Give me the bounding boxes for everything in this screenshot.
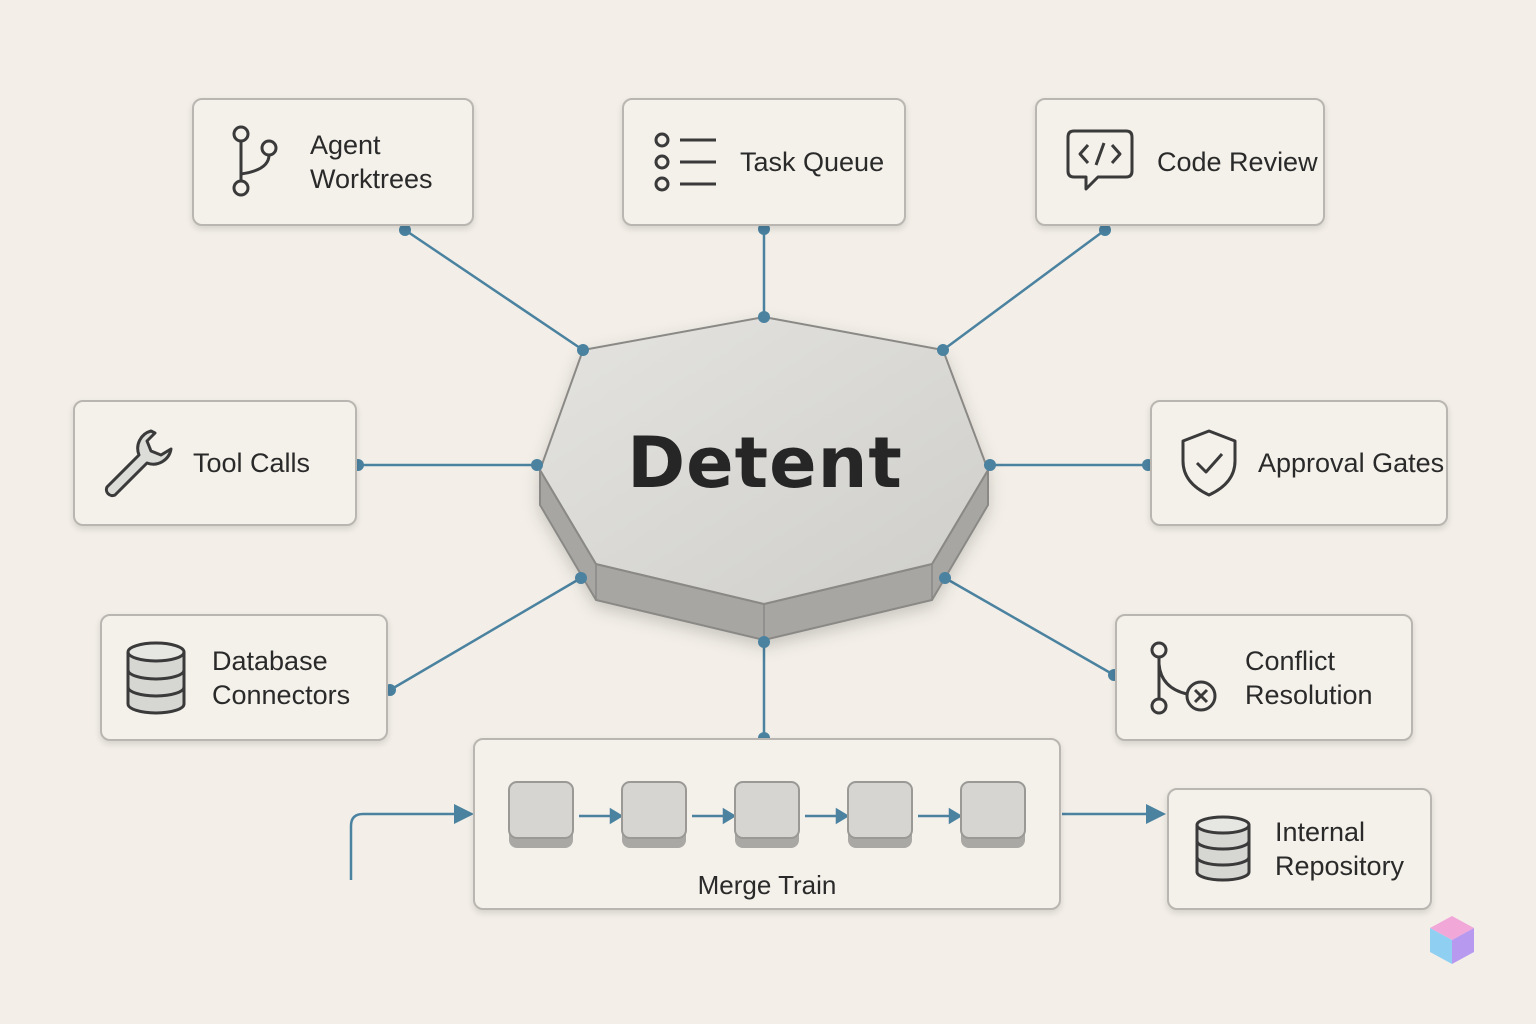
connector-conflict-resolution — [944, 576, 1115, 677]
node-conflict-resolution[interactable]: Conflict Resolution — [1115, 614, 1413, 741]
database-icon — [122, 640, 190, 716]
input-arrow — [349, 804, 474, 880]
connector-dots — [352, 223, 1154, 744]
database-icon — [1191, 814, 1255, 884]
node-code-review[interactable]: Code Review — [1035, 98, 1325, 226]
train-car-2 — [621, 781, 687, 848]
connector-code-review — [942, 228, 1106, 352]
train-car-1 — [508, 781, 574, 848]
node-label: Database Connectors — [212, 645, 351, 710]
train-car-5 — [960, 781, 1026, 848]
connector-database-connectors — [389, 576, 582, 692]
node-label: Tool Calls — [193, 448, 311, 478]
node-task-queue[interactable]: Task Queue — [622, 98, 906, 226]
merge-train-cars — [508, 781, 1026, 848]
node-label: Task Queue — [740, 147, 885, 177]
hub-title: Detent — [627, 422, 903, 504]
shield-check-icon — [1174, 427, 1244, 499]
cube-logo-icon — [1426, 912, 1478, 973]
node-label: Conflict Resolution — [1245, 645, 1373, 710]
connector-agent-worktrees — [404, 228, 584, 352]
train-car-3 — [734, 781, 800, 848]
list-icon — [650, 130, 720, 194]
merge-conflict-icon — [1143, 638, 1223, 718]
code-bubble-icon — [1063, 127, 1137, 197]
node-internal-repository[interactable]: Internal Repository — [1167, 788, 1432, 910]
node-tool-calls[interactable]: Tool Calls — [73, 400, 357, 526]
git-branch-icon — [218, 122, 288, 202]
node-database-connectors[interactable]: Database Connectors — [100, 614, 388, 741]
node-approval-gates[interactable]: Approval Gates — [1150, 400, 1448, 526]
node-label: Code Review — [1157, 147, 1318, 177]
merge-train-label: Merge Train — [697, 870, 837, 900]
wrench-icon — [97, 425, 177, 501]
node-label: Internal Repository — [1275, 817, 1405, 881]
node-agent-worktrees[interactable]: Agent Worktrees — [192, 98, 474, 226]
train-car-4 — [847, 781, 913, 848]
node-label: Agent Worktrees — [310, 130, 433, 194]
connectors — [349, 228, 1166, 880]
node-merge-train[interactable] — [473, 738, 1061, 910]
node-label: Approval Gates — [1258, 448, 1445, 478]
detent-hub — [538, 315, 990, 642]
